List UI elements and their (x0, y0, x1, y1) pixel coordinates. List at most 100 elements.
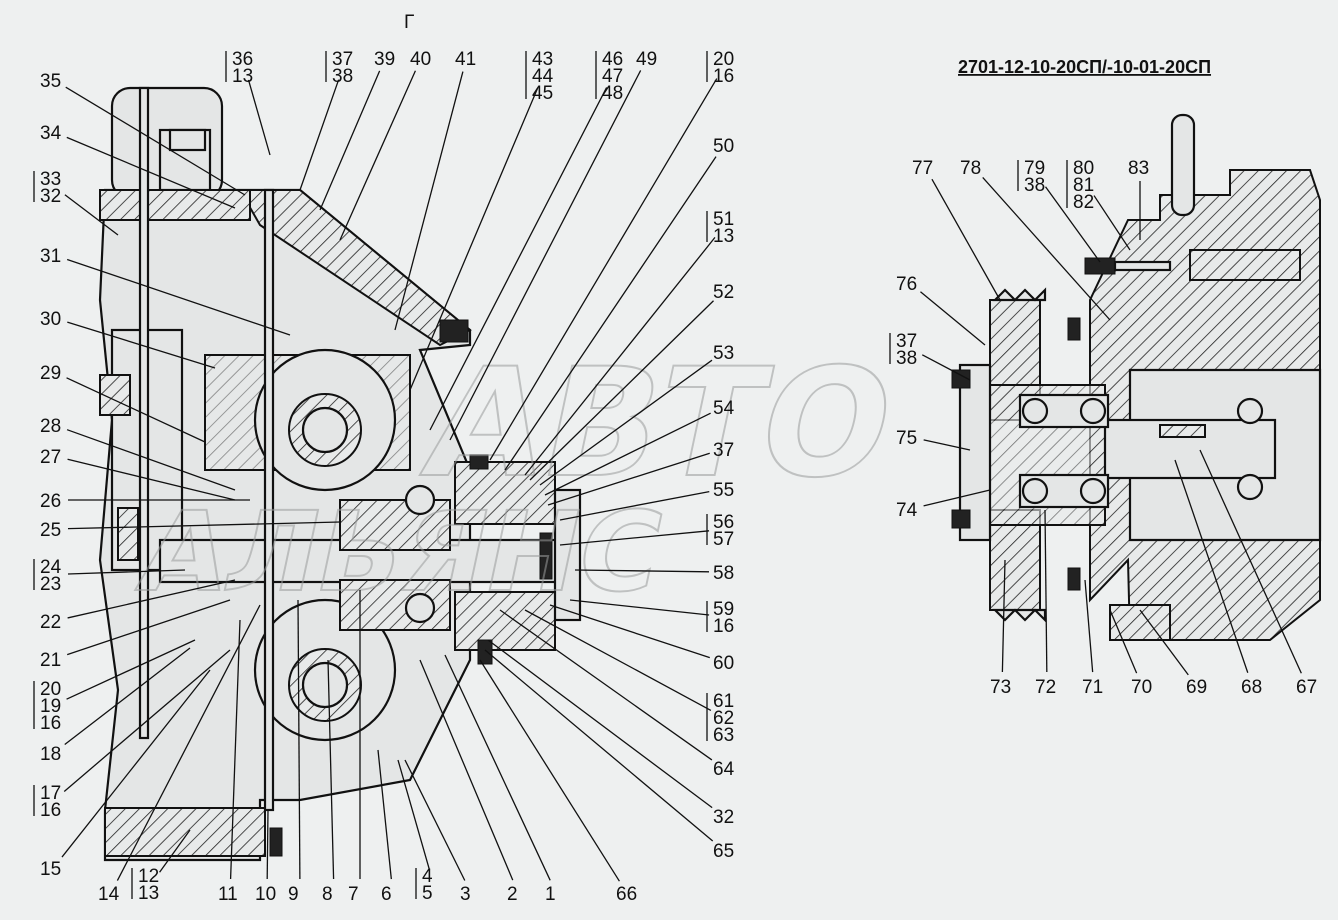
callout-l32: 32 (487, 639, 734, 828)
leader-line (297, 599, 301, 880)
callout-number: 72 (1035, 677, 1056, 698)
callout-l55: 55 (559, 480, 734, 521)
leader-line (67, 458, 236, 501)
leader-line (444, 654, 551, 881)
leader-line (64, 194, 119, 236)
callout-l14: 14 (98, 604, 261, 905)
callout-number: 69 (1186, 677, 1207, 698)
leader-line (1044, 509, 1048, 673)
callout-number: 74 (896, 500, 918, 521)
leader-line (499, 609, 713, 761)
callout-l40: 40 (339, 49, 431, 241)
callout-l60: 60 (549, 604, 734, 674)
callout-number: 64 (713, 759, 735, 780)
callout-l65: 65 (484, 649, 734, 862)
callout-l74: 74 (896, 489, 991, 521)
leader-line (229, 619, 241, 880)
callout-l34: 34 (40, 123, 236, 209)
callout-l64: 64 (499, 609, 735, 780)
leader-line (1044, 186, 1101, 263)
callout-number: 15 (40, 859, 61, 880)
leader-line (920, 291, 986, 346)
callout-number: 37 (713, 440, 734, 461)
callout-l28: 28 (40, 416, 236, 491)
callout-number: 70 (1131, 677, 1152, 698)
leader-line (63, 649, 231, 792)
callout-number: 52 (713, 282, 734, 303)
leader-line (1109, 609, 1138, 674)
leader-line (574, 569, 710, 573)
leader-line (65, 86, 246, 196)
leader-line (1199, 449, 1302, 674)
callout-l6: 6 (377, 749, 392, 905)
callout-l26: 26 (40, 491, 250, 512)
leader-line (1139, 609, 1189, 676)
leader-line (66, 599, 231, 656)
leader-line (484, 649, 714, 842)
leader-line (923, 489, 991, 507)
callout-l53: 53 (539, 343, 734, 486)
callout-l8: 8 (322, 659, 335, 905)
callout-number: 68 (1241, 677, 1262, 698)
leader-line (489, 78, 718, 461)
callout-number: 78 (960, 158, 981, 179)
callout-l52: 52 (529, 282, 734, 481)
callout-l54: 54 (544, 398, 735, 496)
callout-number: 73 (990, 677, 1011, 698)
leader-line (429, 87, 608, 431)
callout-l18: 18 (40, 647, 191, 765)
callout-number: 32 (713, 807, 734, 828)
callout-l73: 73 (990, 559, 1011, 698)
callout-number: 83 (1128, 158, 1149, 179)
callout-number: 71 (1082, 677, 1103, 698)
callout-l9: 9 (288, 599, 301, 905)
leader-line (419, 659, 514, 881)
callout-number: 8 (322, 884, 333, 905)
leader-line (559, 490, 710, 521)
view-letter: Г (404, 12, 414, 33)
callout-l58: 58 (574, 563, 734, 584)
callout-number: 6 (381, 884, 392, 905)
leader-line (394, 71, 464, 331)
callout-l66: 66 (479, 659, 637, 905)
callout-number: 65 (713, 841, 734, 862)
leader-line (504, 156, 717, 471)
leader-line (547, 452, 710, 506)
leader-line (339, 70, 417, 241)
callout-l2: 2 (419, 659, 518, 905)
leader-line (404, 759, 466, 881)
callout-number: 76 (896, 274, 917, 295)
callout-number: 21 (40, 650, 61, 671)
callout-number: 14 (98, 884, 120, 905)
callout-l67: 67 (1199, 449, 1317, 698)
callout-l3: 3 (404, 759, 471, 905)
callout-number: 53 (713, 343, 734, 364)
leader-line (524, 609, 712, 711)
callout-number: 35 (40, 71, 61, 92)
variant-assembly-section (951, 113, 1322, 641)
callout-l21: 21 (40, 599, 231, 671)
callout-l78: 78 (960, 158, 1111, 321)
leader-line (529, 300, 714, 481)
callout-l27: 27 (40, 447, 236, 501)
watermark-line1: АВТО (411, 336, 908, 511)
leader-line (397, 759, 431, 871)
callout-l29: 29 (40, 363, 206, 443)
leader-line (67, 569, 186, 575)
leader-line (319, 70, 381, 211)
callout-number: 2 (507, 884, 518, 905)
callout-l77: 77 (912, 158, 1001, 301)
callout-l11: 11 (218, 619, 241, 905)
